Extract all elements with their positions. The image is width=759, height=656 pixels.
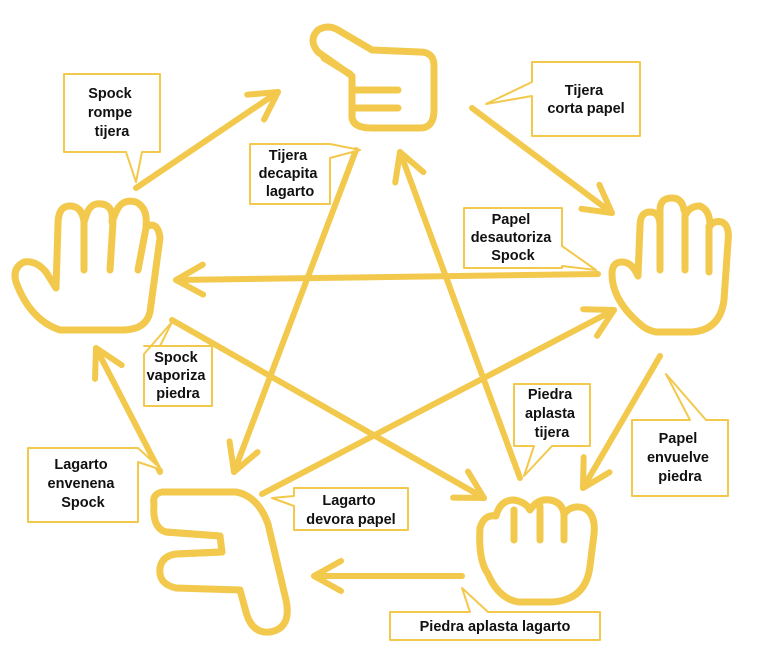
callout-box-spock-vaporiza-piedra xyxy=(143,321,213,407)
label-spock-rompe-tijera: Spock rompe tijera xyxy=(88,86,136,140)
arrow-rock-to-scissors xyxy=(392,149,523,481)
arrow-scissors-to-paper xyxy=(469,105,615,216)
arrow-paper-to-rock xyxy=(580,353,663,491)
label-papel-desautoriza-spock: Papel desautoriza Spock xyxy=(471,212,556,264)
callout-box-tijera-decapita-lagarto xyxy=(249,143,361,205)
arrow-spock-to-rock xyxy=(169,317,487,501)
arrow-paper-to-spock xyxy=(173,261,601,298)
label-spock-vaporiza-piedra: Spock vaporiza piedra xyxy=(147,350,210,402)
callout-box-lagarto-devora-papel xyxy=(271,487,409,531)
label-tijera-decapita-lagarto: Tijera decapita lagarto xyxy=(259,148,322,200)
arrow-lizard-to-spock xyxy=(92,345,163,475)
callout-box-lagarto-envenena-spock xyxy=(27,447,163,523)
scissors-hand-icon xyxy=(309,23,438,132)
callout-box-tijera-corta-papel xyxy=(485,61,641,137)
paper-hand-icon xyxy=(608,194,732,336)
label-lagarto-envenena-spock: Lagarto envenena Spock xyxy=(48,457,119,511)
spock-hand-icon xyxy=(11,197,164,334)
callout-box-papel-desautoriza-spock xyxy=(463,207,597,271)
arrow-scissors-to-lizard xyxy=(226,147,359,475)
callout-box-piedra-aplasta-lagarto xyxy=(389,587,601,641)
label-lagarto-devora-papel: Lagarto devora papel xyxy=(306,493,395,528)
label-piedra-aplasta-tijera: Piedra aplasta tijera xyxy=(525,387,579,441)
callout-box-papel-envuelve-piedra xyxy=(631,373,729,497)
label-piedra-aplasta-lagarto: Piedra aplasta lagarto xyxy=(420,619,571,635)
arrow-spock-to-scissors xyxy=(133,89,281,191)
callout-box-piedra-aplasta-tijera xyxy=(513,383,591,477)
label-tijera-corta-papel: Tijera corta papel xyxy=(547,83,624,117)
rock-fist-icon xyxy=(476,496,598,606)
callout-box-spock-rompe-tijera xyxy=(63,73,161,183)
label-papel-envuelve-piedra: Papel envuelve piedra xyxy=(647,431,713,485)
arrow-lizard-to-paper xyxy=(259,306,617,497)
lizard-hand-icon xyxy=(150,488,291,636)
